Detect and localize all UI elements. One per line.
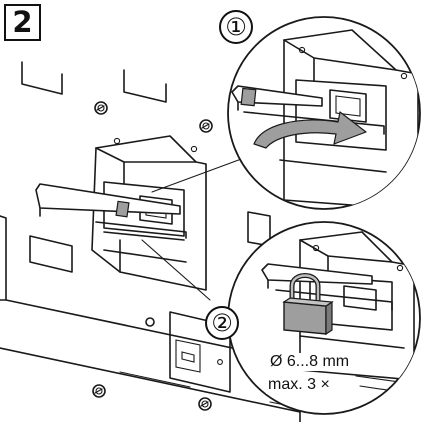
screw-icon xyxy=(92,384,106,398)
screw-icon xyxy=(94,101,108,115)
lock-max-count-spec: max. 3 × xyxy=(266,376,332,394)
callout-1: ① xyxy=(219,10,253,44)
lock-diameter-spec: Ø 6...8 mm xyxy=(268,353,352,371)
slide-arrow-icon xyxy=(253,111,367,149)
screw-icon xyxy=(198,397,212,411)
padlock-icon xyxy=(283,301,327,335)
screw-icon xyxy=(199,119,213,133)
screws xyxy=(92,101,213,411)
step-number-badge: 2 xyxy=(4,4,41,41)
upper-slots xyxy=(21,61,167,103)
callout-2: ② xyxy=(205,306,239,340)
breaker-device xyxy=(35,135,207,291)
leader-lines xyxy=(141,157,245,301)
detail-1 xyxy=(227,16,421,210)
